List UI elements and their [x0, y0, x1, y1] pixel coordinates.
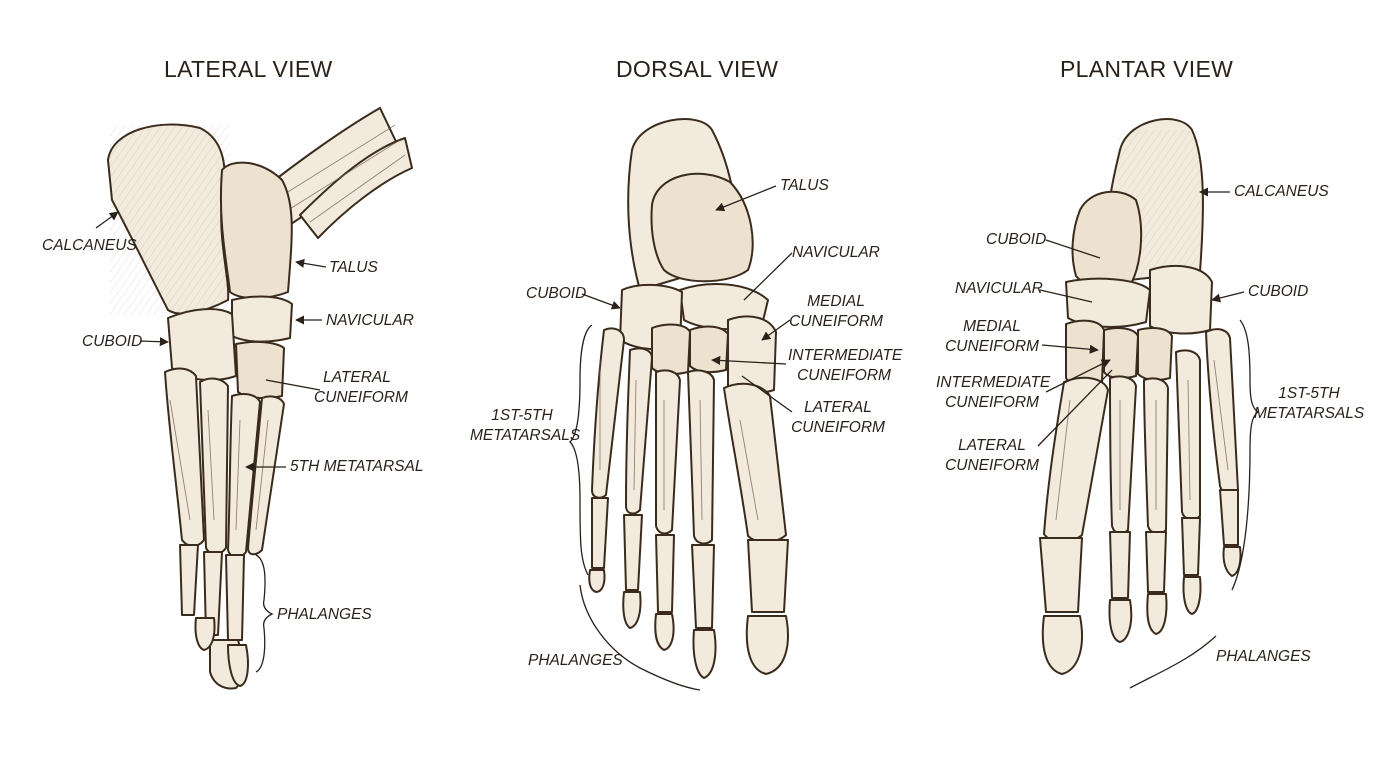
lateral-fibula	[299, 137, 413, 239]
plantar-label-calcaneus: CALCANEUS	[1234, 183, 1329, 200]
plantar-label-lateral-cuneiform-line2: CUNEIFORM	[945, 457, 1039, 474]
lateral-label-cuboid: CUBOID	[82, 333, 143, 350]
dorsal-cuneiform-medial	[727, 315, 777, 395]
plantar-label-metatarsals-line1: 1ST-5TH	[1278, 385, 1340, 402]
plantar-label-metatarsals: 1ST-5TH METATARSALS	[1254, 384, 1364, 424]
plantar-label-intermediate-cuneiform-line2: CUNEIFORM	[945, 394, 1039, 411]
dorsal-label-lateral-cuneiform-line1: LATERAL	[804, 399, 872, 416]
dorsal-view-title: DORSAL VIEW	[616, 56, 779, 82]
plantar-label-medial-cuneiform-line2: CUNEIFORM	[945, 338, 1039, 355]
lateral-view-drawing	[95, 107, 413, 690]
plantar-navicular	[1065, 277, 1151, 328]
dorsal-talus	[650, 172, 754, 283]
dorsal-label-talus: TALUS	[780, 177, 829, 194]
lateral-label-lateral-cuneiform: LATERAL CUNEIFORM	[314, 368, 408, 408]
dorsal-view-drawing	[569, 118, 793, 691]
plantar-label-phalanges: PHALANGES	[1216, 648, 1311, 665]
plantar-label-intermediate-cuneiform: INTERMEDIATE CUNEIFORM	[936, 373, 1051, 413]
lateral-view-title: LATERAL VIEW	[164, 56, 333, 82]
lateral-label-navicular: NAVICULAR	[326, 312, 414, 329]
lateral-label-talus: TALUS	[329, 259, 378, 276]
dorsal-label-metatarsals: 1ST-5TH METATARSALS	[470, 406, 581, 446]
plantar-label-navicular: NAVICULAR	[955, 280, 1043, 297]
lateral-navicular	[231, 295, 293, 343]
plantar-cuneiform-medial	[1065, 319, 1105, 387]
dorsal-label-cuboid: CUBOID	[526, 285, 587, 302]
lateral-cuneiform	[235, 340, 285, 400]
lateral-label-lateral-cuneiform-line1: LATERAL	[323, 369, 391, 386]
plantar-cuneiform-intermediate	[1103, 327, 1139, 380]
plantar-label-cuboid-left: CUBOID	[986, 231, 1047, 248]
plantar-label-intermediate-cuneiform-line1: INTERMEDIATE	[936, 374, 1051, 391]
plantar-label-metatarsals-line2: METATARSALS	[1254, 405, 1365, 422]
dorsal-label-intermediate-cuneiform: INTERMEDIATE CUNEIFORM	[788, 346, 903, 386]
plantar-label-lateral-cuneiform: LATERAL CUNEIFORM	[944, 436, 1040, 476]
plantar-cuboid-right	[1149, 265, 1213, 335]
plantar-cuboid	[1071, 190, 1143, 290]
dorsal-label-phalanges: PHALANGES	[528, 652, 623, 669]
plantar-label-medial-cuneiform-line1: MEDIAL	[963, 318, 1021, 335]
plantar-view-drawing	[1037, 118, 1260, 689]
dorsal-label-lateral-cuneiform: LATERAL CUNEIFORM	[790, 398, 886, 438]
lateral-label-lateral-cuneiform-line2: CUNEIFORM	[314, 389, 408, 406]
dorsal-label-intermediate-cuneiform-line2: CUNEIFORM	[797, 367, 891, 384]
dorsal-label-intermediate-cuneiform-line1: INTERMEDIATE	[788, 347, 903, 364]
dorsal-label-medial-cuneiform: MEDIAL CUNEIFORM	[788, 292, 884, 332]
dorsal-cuneiform-lateral	[651, 323, 691, 376]
plantar-label-medial-cuneiform: MEDIAL CUNEIFORM	[944, 317, 1040, 357]
lateral-talus	[219, 161, 293, 299]
plantar-label-lateral-cuneiform-line1: LATERAL	[958, 437, 1026, 454]
lateral-label-fifth-metatarsal: 5TH METATARSAL	[290, 458, 424, 475]
lateral-label-phalanges: PHALANGES	[277, 606, 372, 623]
plantar-cuneiform-lateral	[1137, 327, 1173, 382]
dorsal-cuneiform-intermediate	[689, 325, 729, 374]
plantar-label-cuboid-right: CUBOID	[1248, 283, 1309, 300]
plantar-view-title: PLANTAR VIEW	[1060, 56, 1234, 82]
dorsal-label-medial-cuneiform-line1: MEDIAL	[807, 293, 865, 310]
dorsal-label-lateral-cuneiform-line2: CUNEIFORM	[791, 419, 885, 436]
dorsal-label-medial-cuneiform-line2: CUNEIFORM	[789, 313, 883, 330]
dorsal-label-metatarsals-line2: METATARSALS	[470, 427, 581, 444]
lateral-label-calcaneus: CALCANEUS	[42, 237, 137, 254]
dorsal-label-metatarsals-line1: 1ST-5TH	[491, 407, 553, 424]
dorsal-label-navicular: NAVICULAR	[792, 244, 880, 261]
